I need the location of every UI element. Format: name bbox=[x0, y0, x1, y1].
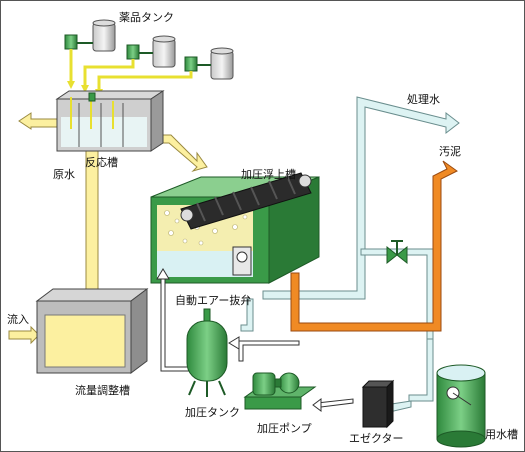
label-pressure-tank: 加圧タンク bbox=[185, 406, 240, 419]
label-inflow: 流入 bbox=[7, 313, 29, 326]
label-water-tank: 用水槽 bbox=[485, 428, 518, 441]
pressure-tank bbox=[186, 308, 228, 397]
label-flow-equalization-tank: 流量調整槽 bbox=[75, 384, 130, 397]
label-sludge: 汚泥 bbox=[439, 145, 461, 158]
flow-equalization-tank bbox=[35, 288, 149, 374]
label-reaction-tank: 反応槽 bbox=[85, 156, 118, 169]
label-raw-water: 原水 bbox=[53, 168, 75, 181]
label-chemical-tank: 薬品タンク bbox=[119, 11, 174, 24]
label-auto-air-vent-valve: 自動エアー抜弁 bbox=[175, 294, 252, 307]
label-ejector: エゼクター bbox=[349, 432, 404, 445]
pressure-pump bbox=[243, 372, 317, 410]
ejector bbox=[361, 379, 395, 429]
sludge-pipe bbox=[290, 160, 458, 332]
reaction-tank bbox=[55, 90, 165, 152]
air-return-line bbox=[156, 268, 354, 412]
label-pressure-flotation-tank: 加圧浮上槽 bbox=[241, 168, 296, 181]
label-pressure-pump: 加圧ポンプ bbox=[257, 422, 312, 435]
label-treated-water: 処理水 bbox=[407, 93, 440, 106]
pressure-flotation-tank bbox=[150, 172, 320, 284]
valve bbox=[386, 240, 408, 265]
chemical-tanks bbox=[64, 19, 234, 97]
water-tank bbox=[436, 364, 486, 448]
